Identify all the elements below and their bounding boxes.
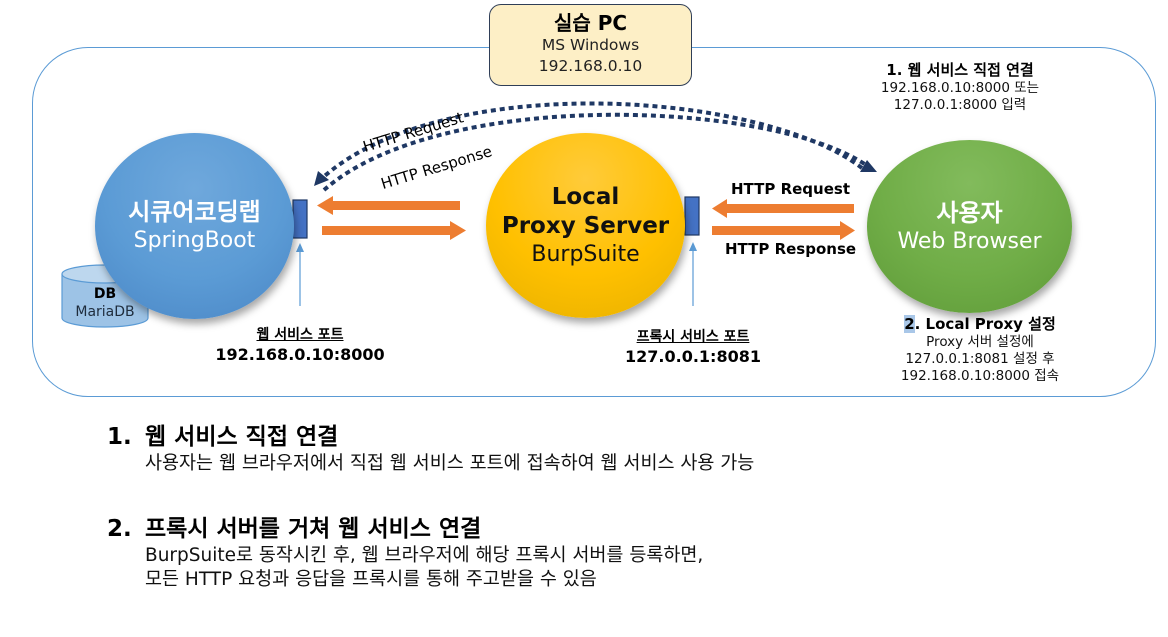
proxy-node-title-line2: Proxy Server [501,212,670,239]
proxy-note-line: 192.168.0.10:8000 접속 [900,368,1060,384]
web-port-pointer [296,243,304,306]
section-title-text: 프록시 서버를 거쳐 웹 서비스 연결 [145,516,482,542]
direct-note-line: 127.0.0.1:8000 입력 [893,97,1027,113]
direct-request-dotted-arrow [318,101,864,182]
proxy-node: Local Proxy Server BurpSuite [486,133,685,318]
practice-pc-ip: 192.168.0.10 [538,57,643,75]
proxy-note-title-text: . Local Proxy 설정 [914,315,1056,333]
user-node-title: 사용자 [936,198,1003,227]
proxy-request-label: HTTP Request [731,180,850,198]
database-label: DB MariaDB [62,286,148,321]
section-number: 2. [107,516,132,542]
proxy-note-line: 127.0.0.1:8081 설정 후 [905,351,1055,367]
practice-pc-box: 실습 PC MS Windows 192.168.0.10 [489,4,692,86]
direct-note-title: 1. 웹 서비스 직접 연결 [886,61,1034,79]
section-title-text: 웹 서비스 직접 연결 [145,424,339,450]
proxy-port-value: 127.0.0.1:8081 [625,347,761,366]
proxy-response-label: HTTP Response [725,240,857,258]
proxy-node-subtitle: BurpSuite [531,241,640,267]
web-port-marker [292,199,308,239]
proxy-port-title: 프록시 서비스 포트 [636,329,750,345]
section-number: 1. [107,424,132,450]
direct-request-arrowhead [314,171,329,186]
section-title: 2. 프록시 서버를 거쳐 웹 서비스 연결 [107,514,703,544]
section-proxy-connection: 2. 프록시 서버를 거쳐 웹 서비스 연결 BurpSuite로 동작시킨 후,… [107,514,703,592]
user-node: 사용자 Web Browser [867,140,1072,313]
proxy-note-line: Proxy 서버 설정에 [926,334,1034,350]
direct-response-arrowhead [860,160,877,172]
section-body-line: 모든 HTTP 요청과 응답을 프록시를 통해 주고받을 수 있음 [145,569,597,590]
server-proxy-request-arrow [317,196,460,215]
proxy-port-pointer [689,242,697,306]
section-body-line: 사용자는 웹 브라우저에서 직접 웹 서비스 포트에 접속하여 웹 서비스 사용… [145,453,755,474]
section-direct-connection: 1. 웹 서비스 직접 연결 사용자는 웹 브라우저에서 직접 웹 서비스 포트에… [107,422,754,476]
proxy-note-title: 2. Local Proxy 설정 [875,314,1085,334]
server-proxy-response-arrow [322,221,466,240]
section-title: 1. 웹 서비스 직접 연결 [107,422,754,452]
section-body-line: BurpSuite로 동작시킨 후, 웹 브라우저에 해당 프록시 서버를 등록… [145,545,704,566]
proxy-user-response-arrow [712,221,855,240]
proxy-note-number: 2 [904,315,915,333]
direct-note-line: 192.168.0.10:8000 또는 [880,80,1040,96]
web-port-value: 192.168.0.10:8000 [215,345,385,364]
proxy-node-title-line1: Local [551,183,620,210]
database-subtitle: MariaDB [75,304,135,320]
server-node: 시큐어코딩랩 SpringBoot [95,133,294,319]
proxy-port-label: 프록시 서비스 포트 127.0.0.1:8081 [603,327,783,367]
proxy-port-marker [684,196,700,236]
practice-pc-os: MS Windows [541,36,640,54]
practice-pc-title: 실습 PC [553,11,628,35]
direct-response-dotted-arrow [322,112,868,192]
web-port-label: 웹 서비스 포트 192.168.0.10:8000 [210,325,390,365]
server-node-title: 시큐어코딩랩 [128,198,261,226]
user-node-subtitle: Web Browser [897,228,1042,254]
proxy-user-request-arrow [712,199,854,218]
web-port-title: 웹 서비스 포트 [256,327,344,343]
database-title: DB [93,286,117,302]
server-node-subtitle: SpringBoot [133,228,256,253]
direct-connection-note: 1. 웹 서비스 직접 연결 192.168.0.10:8000 또는 127.… [860,60,1060,114]
proxy-setting-note: 2. Local Proxy 설정 Proxy 서버 설정에 127.0.0.1… [875,314,1085,385]
